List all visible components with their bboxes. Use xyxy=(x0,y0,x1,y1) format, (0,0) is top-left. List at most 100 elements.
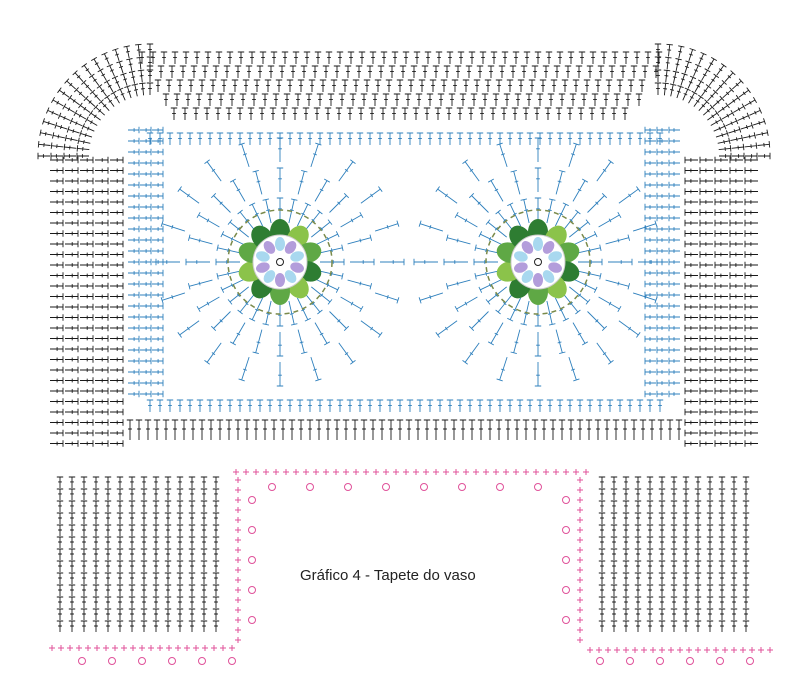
stitch-symbol xyxy=(56,500,64,512)
stitch-symbol xyxy=(744,261,758,269)
stitch-symbol xyxy=(632,292,658,304)
stitch-symbol xyxy=(64,134,78,142)
stitch-symbol xyxy=(128,368,140,376)
stitch-symbol xyxy=(110,282,124,290)
stitch-symbol xyxy=(729,314,743,321)
stitch-symbol xyxy=(742,536,750,548)
stitch-symbol xyxy=(610,584,618,596)
stitch-symbol xyxy=(644,203,656,211)
stitch-symbol xyxy=(376,399,384,412)
stitch-symbol xyxy=(622,536,630,548)
stitch-symbol xyxy=(744,324,758,332)
stitch-symbol xyxy=(341,79,349,92)
stitch-symbol xyxy=(128,324,140,332)
stitch-symbol xyxy=(656,368,668,376)
stitch-symbol xyxy=(236,107,244,120)
plus-stitch xyxy=(157,645,163,651)
stitch-symbol xyxy=(152,291,164,299)
stitch-symbol xyxy=(206,132,214,145)
plus-stitch xyxy=(333,469,339,475)
stitch-symbol xyxy=(426,93,434,106)
stitch-symbol xyxy=(730,560,738,572)
stitch-symbol xyxy=(670,572,678,584)
stitch-symbol xyxy=(755,129,769,136)
stitch-symbol xyxy=(356,399,364,412)
stitch-symbol xyxy=(65,356,79,363)
stitch-symbol xyxy=(388,65,396,78)
stitch-symbol xyxy=(619,65,627,78)
stitch-symbol xyxy=(336,51,344,64)
stitch-symbol xyxy=(684,408,698,416)
stitch-symbol xyxy=(171,51,179,64)
stitch-symbol xyxy=(45,107,59,116)
stitch-symbol xyxy=(212,620,220,632)
stitch-symbol xyxy=(626,399,634,412)
motif-field-stitches xyxy=(128,126,680,412)
stitch-symbol xyxy=(718,584,726,596)
stitch-symbol xyxy=(229,178,246,202)
stitch-symbol xyxy=(596,159,614,182)
stitch-symbol xyxy=(330,79,338,92)
stitch-symbol xyxy=(152,357,164,365)
stitch-symbol xyxy=(66,126,80,134)
stitch-symbol xyxy=(110,261,124,269)
stitch-symbol xyxy=(56,596,64,608)
stitch-symbol xyxy=(662,82,669,96)
stitch-symbol xyxy=(744,429,758,437)
stitch-symbol xyxy=(396,419,404,440)
stitch-symbol xyxy=(356,132,364,145)
plus-stitch xyxy=(503,469,509,475)
stitch-symbol xyxy=(187,79,195,92)
stitch-symbol xyxy=(371,93,379,106)
stitch-symbol xyxy=(757,141,771,148)
stitch-symbol xyxy=(128,126,140,134)
stitch-symbol xyxy=(349,93,357,106)
stitch-symbol xyxy=(50,198,64,206)
stitch-symbol xyxy=(512,51,520,64)
stitch-symbol xyxy=(730,548,738,560)
stitch-symbol xyxy=(316,132,324,145)
stitch-symbol xyxy=(212,65,220,78)
plus-stitch xyxy=(523,469,529,475)
plus-stitch xyxy=(493,469,499,475)
stitch-symbol xyxy=(646,584,654,596)
stitch-symbol xyxy=(176,572,184,584)
stitch-symbol xyxy=(670,548,678,560)
stitch-symbol xyxy=(596,132,604,145)
stitch-symbol xyxy=(360,186,383,204)
stitch-symbol xyxy=(80,387,94,395)
stitch-symbol xyxy=(80,167,94,174)
stitch-symbol xyxy=(236,399,244,412)
stitch-symbol xyxy=(435,51,443,64)
stitch-symbol xyxy=(744,219,758,227)
stitch-symbol xyxy=(140,159,152,167)
stitch-symbol xyxy=(718,572,726,584)
picot-icon xyxy=(562,586,570,594)
stitch-symbol xyxy=(558,419,566,440)
picot-icon xyxy=(686,657,694,665)
stitch-symbol xyxy=(296,132,304,145)
stitch-symbol xyxy=(644,357,656,365)
stitch-symbol xyxy=(315,278,340,293)
stitch-symbol xyxy=(730,572,738,584)
stitch-symbol xyxy=(256,65,264,78)
stitch-symbol xyxy=(65,198,79,206)
stitch-symbol xyxy=(656,280,668,288)
stitch-symbol xyxy=(694,512,702,524)
stitch-symbol xyxy=(128,488,136,500)
stitch-symbol xyxy=(306,419,314,440)
stitch-symbol xyxy=(110,177,124,185)
stitch-symbol xyxy=(110,188,124,195)
stitch-symbol xyxy=(546,300,556,326)
stitch-symbol xyxy=(363,79,371,92)
stitch-symbol xyxy=(668,148,680,156)
stitch-symbol xyxy=(684,324,698,332)
stitch-symbol xyxy=(694,572,702,584)
stitch-symbol xyxy=(510,329,521,355)
stitch-symbol xyxy=(95,251,109,258)
stitch-symbol xyxy=(188,512,196,524)
stitch-symbol xyxy=(742,512,750,524)
stitch-symbol xyxy=(140,379,152,387)
plus-stitch xyxy=(235,627,241,633)
stitch-symbol xyxy=(225,419,233,440)
